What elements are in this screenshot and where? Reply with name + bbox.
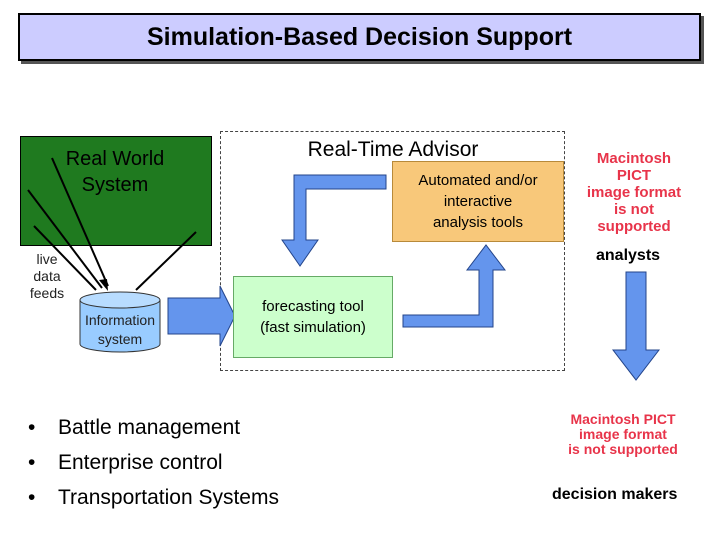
list-item: Enterprise control xyxy=(28,445,279,480)
arrow-tools-to-forecast xyxy=(281,174,387,267)
live-data-feeds-label: live data feeds xyxy=(20,251,74,302)
application-list: Battle management Enterprise control Tra… xyxy=(28,410,279,515)
title-banner: Simulation-Based Decision Support xyxy=(18,13,701,61)
tools-line2: interactive xyxy=(443,193,513,210)
pict2-line3: is not supported xyxy=(568,441,678,457)
arrow-to-forecasting-tool xyxy=(167,285,236,347)
page-title: Simulation-Based Decision Support xyxy=(146,22,573,51)
pict2-line2: image format xyxy=(579,426,667,442)
forecast-line1: forecasting tool xyxy=(262,298,364,315)
pict1-line1: Macintosh PICT xyxy=(596,150,672,184)
info-system-line1: Information xyxy=(84,312,156,328)
pict1-line2: image format xyxy=(586,184,682,201)
forecasting-tool-box: forecasting tool (fast simulation) xyxy=(233,276,393,358)
list-item: Transportation Systems xyxy=(28,480,279,515)
tools-line3: analysis tools xyxy=(432,214,524,231)
real-world-label-line2: System xyxy=(81,174,149,196)
pict-placeholder-decision-makers: Macintosh PICT image format is not suppo… xyxy=(528,412,718,457)
information-system-cylinder xyxy=(79,291,161,353)
pict2-line1: Macintosh PICT xyxy=(570,411,676,427)
analysis-tools-box: Automated and/or interactive analysis to… xyxy=(392,161,564,242)
info-system-line2: system xyxy=(97,331,143,347)
feed-line-4 xyxy=(135,231,197,291)
decision-makers-label: decision makers xyxy=(552,486,678,503)
real-world-label-line1: Real World xyxy=(65,148,165,170)
arrow-analysts-to-decision-makers xyxy=(611,271,661,381)
feed-arrowhead xyxy=(99,279,108,291)
pict-placeholder-analysts: Macintosh PICT image format is not suppo… xyxy=(580,150,688,235)
live-feeds-line3: feeds xyxy=(29,285,65,301)
forecast-line2: (fast simulation) xyxy=(260,319,366,336)
real-world-box xyxy=(20,136,212,246)
analysts-label: analysts xyxy=(596,247,661,264)
feed-line-2 xyxy=(27,189,103,289)
real-world-label: Real World System xyxy=(40,146,190,198)
feed-line-1 xyxy=(51,157,109,287)
real-time-advisor-region xyxy=(220,131,565,371)
pict1-line3: is not supported xyxy=(597,201,671,235)
real-time-advisor-label: Real-Time Advisor xyxy=(262,138,524,162)
tools-line1: Automated and/or xyxy=(418,172,538,189)
live-feeds-line1: live xyxy=(36,251,58,267)
information-system-label: Information system xyxy=(78,311,162,349)
list-item: Battle management xyxy=(28,410,279,445)
arrow-forecast-to-analysts xyxy=(402,244,507,328)
live-feeds-line2: data xyxy=(33,268,61,284)
feed-line-3 xyxy=(33,225,97,291)
